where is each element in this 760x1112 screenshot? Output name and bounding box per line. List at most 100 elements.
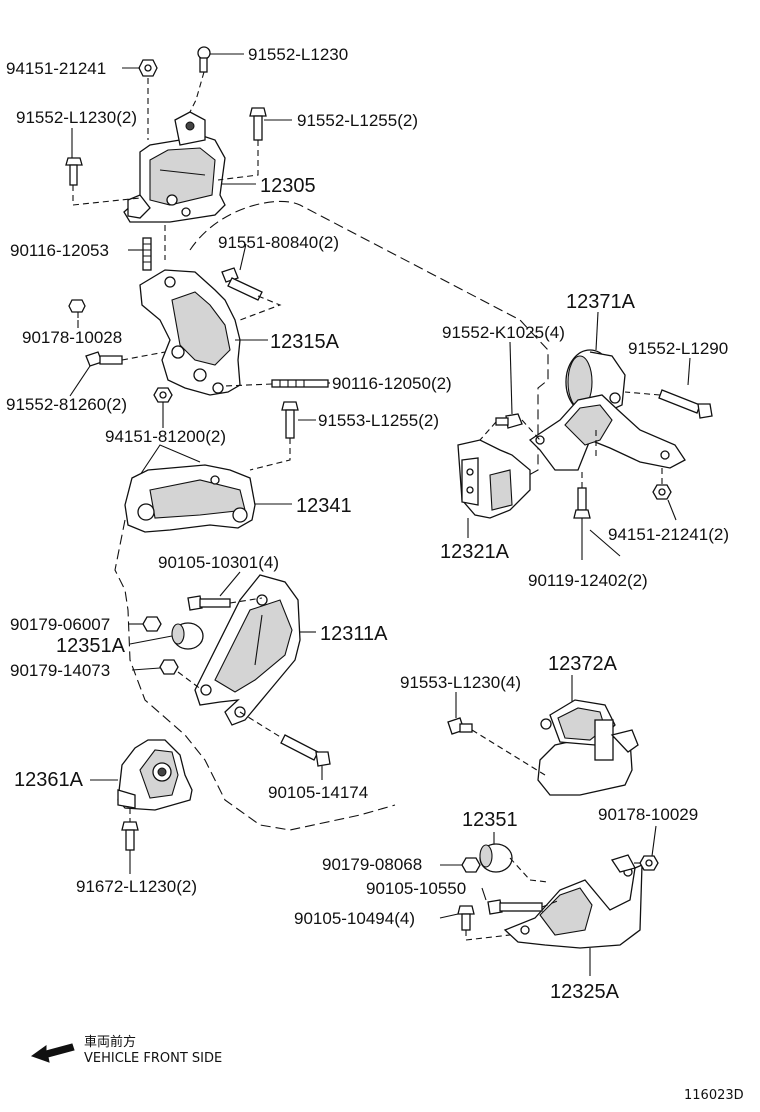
- stud-90116-12053: [142, 237, 152, 271]
- arrow-left-icon: [30, 1043, 75, 1063]
- label-12351: 12351: [462, 809, 518, 831]
- assembly-boundary-line: [189, 200, 549, 481]
- label-90119-12402-2: 90119-12402(2): [528, 571, 648, 590]
- bolt-90105-10550: [487, 899, 543, 915]
- nut-90178-10028: [68, 299, 86, 313]
- bolt-90105-10494-4: [457, 905, 475, 931]
- figure-code: 116023D: [684, 1088, 744, 1103]
- nut-94151-21241: [138, 59, 158, 77]
- label-90179-14073: 90179-14073: [10, 661, 110, 680]
- label-91551-80840-2: 91551-80840(2): [218, 233, 339, 252]
- part-12361A-mount: [117, 739, 193, 811]
- label-91552-L1290: 91552-L1290: [628, 339, 728, 358]
- label-90116-12053: 90116-12053: [10, 241, 109, 260]
- part-12372A-bracket: [537, 699, 639, 796]
- guide-line: [217, 140, 259, 181]
- label-94151-21241-2: 94151-21241(2): [608, 525, 729, 544]
- bolt-91552-L1255-2: [249, 107, 267, 141]
- part-12315A-bracket: [139, 269, 241, 396]
- bolt-91552-81260-2: [85, 351, 123, 367]
- label-90178-10028: 90178-10028: [22, 328, 122, 347]
- guide-line: [249, 438, 291, 471]
- guide-line: [239, 711, 283, 739]
- part-12321A-bracket: [457, 439, 531, 519]
- guide-line: [541, 899, 561, 908]
- label-90105-14174: 90105-14174: [268, 783, 368, 802]
- legend-en-text: VEHICLE FRONT SIDE: [84, 1051, 222, 1066]
- vehicle-front-legend: 車両前方 VEHICLE FRONT SIDE: [30, 1034, 222, 1066]
- label-91552-L1230: 91552-L1230: [248, 45, 348, 64]
- label-12371A: 12371A: [566, 291, 636, 313]
- leader-line: [139, 444, 201, 476]
- nut-94151-81200-2: [153, 387, 173, 403]
- guide-line: [509, 857, 531, 881]
- bolt-91553-L1230-4: [447, 717, 473, 735]
- bolt-91552-L1230: [197, 46, 211, 73]
- bolt-91553-L1255-2: [281, 401, 299, 439]
- guide-line: [465, 930, 511, 941]
- assembly-boundary-line-lower: [114, 519, 396, 831]
- guide-line: [121, 351, 166, 361]
- part-12305-engine-mount: [123, 111, 226, 223]
- label-90105-10494-4: 90105-10494(4): [294, 909, 415, 928]
- label-90105-10301-4: 90105-10301(4): [158, 553, 279, 572]
- label-91672-L1230-2: 91672-L1230(2): [76, 877, 197, 896]
- guide-line: [177, 671, 203, 691]
- nut-90178-10029: [639, 855, 659, 871]
- bushing-12351: [479, 843, 513, 873]
- label-12321A: 12321A: [440, 541, 510, 563]
- label-91552-L1230-2: 91552-L1230(2): [16, 108, 137, 127]
- guide-line: [521, 419, 541, 441]
- label-12311A: 12311A: [320, 623, 388, 645]
- label-94151-81200-2: 94151-81200(2): [105, 427, 226, 446]
- bolt-91552-K1025-4: [495, 413, 523, 429]
- part-12325A-bracket: [503, 854, 643, 949]
- guide-line: [229, 597, 263, 604]
- part-12371A-mount: [528, 349, 686, 471]
- guide-line: [624, 391, 661, 396]
- label-91553-L1230-4: 91553-L1230(4): [400, 673, 521, 692]
- label-12305: 12305: [260, 175, 316, 197]
- label-91552-L1255-2: 91552-L1255(2): [297, 111, 418, 130]
- stud-90116-12050-2: [271, 379, 329, 388]
- label-90179-06007: 90179-06007: [10, 615, 110, 634]
- label-91552-K1025-4: 91552-K1025(4): [442, 323, 565, 342]
- label-90179-08068: 90179-08068: [322, 855, 422, 874]
- label-12341: 12341: [296, 495, 352, 517]
- bolt-91552-L1290: [658, 389, 713, 419]
- label-91552-81260-2: 91552-81260(2): [6, 395, 127, 414]
- nut-90179-14073: [159, 659, 179, 675]
- guide-line: [471, 729, 546, 776]
- part-labels: 94151-21241 91552-L1230 91552-L1230(2) 9…: [6, 45, 729, 1003]
- guide-line: [479, 421, 497, 441]
- guide-line: [239, 295, 282, 321]
- bolt-90105-10301-4: [187, 595, 231, 611]
- label-91553-L1255-2: 91553-L1255(2): [318, 411, 439, 430]
- label-12351A: 12351A: [56, 635, 126, 657]
- bolt-91672-L1230-2: [121, 821, 139, 851]
- legend-jp-text: 車両前方: [84, 1034, 136, 1050]
- guide-line: [72, 185, 141, 206]
- bolt-91552-L1230-2: [65, 157, 83, 186]
- leader-lines: [69, 53, 691, 976]
- guide-line: [529, 879, 549, 883]
- guide-line: [224, 383, 273, 387]
- label-12315A: 12315A: [270, 331, 340, 353]
- part-12341-bracket: [124, 464, 256, 533]
- nut-90179-06007: [142, 616, 162, 632]
- nut-90179-08068: [461, 857, 481, 873]
- nut-94151-21241-2: [652, 484, 672, 500]
- bolt-90119-12402-2: [573, 487, 591, 519]
- label-90178-10029: 90178-10029: [598, 805, 698, 824]
- bolt-91551-80840-2: [221, 267, 263, 301]
- label-90116-12050-2: 90116-12050(2): [332, 374, 452, 393]
- label-12361A: 12361A: [14, 769, 84, 791]
- guide-line: [189, 71, 205, 113]
- bolt-90105-14174: [280, 734, 331, 767]
- bushing-12351A: [171, 622, 204, 650]
- label-12372A: 12372A: [548, 653, 618, 675]
- label-94151-21241: 94151-21241: [6, 59, 106, 78]
- label-12325A: 12325A: [550, 981, 620, 1003]
